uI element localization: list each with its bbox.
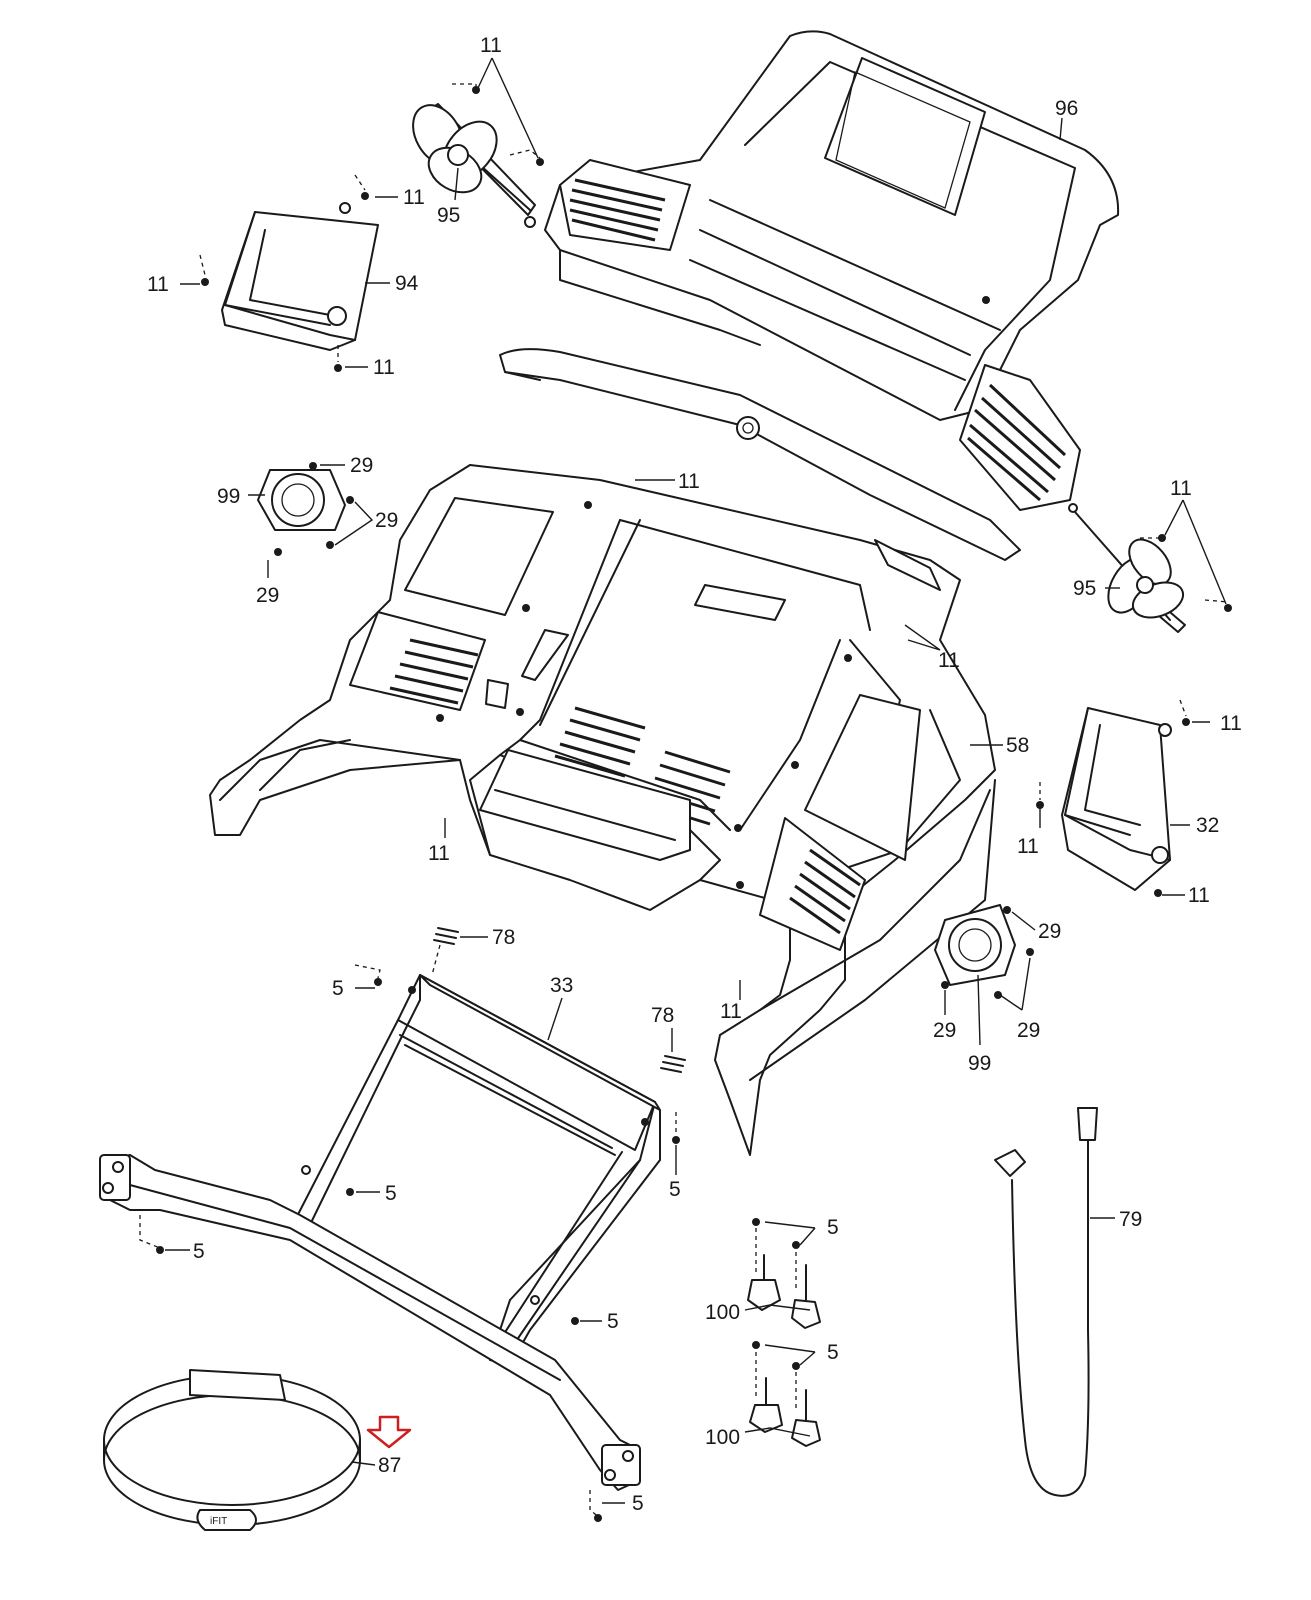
label-11: 11 [720, 1000, 742, 1023]
label-100: 100 [705, 1426, 740, 1449]
clip-part-78-a [431, 927, 459, 976]
upright-frame-part-33 [99, 964, 680, 1522]
label-11: 11 [1170, 477, 1192, 500]
label-29: 29 [933, 1019, 956, 1042]
label-94: 94 [395, 272, 419, 295]
fan-part-95-left [412, 83, 544, 228]
basket-part-94 [199, 174, 379, 372]
label-11: 11 [1220, 712, 1242, 735]
leader-lines [165, 57, 1227, 1504]
label-29: 29 [350, 454, 373, 477]
label-32: 32 [1196, 814, 1219, 837]
label-29: 29 [1017, 1019, 1040, 1042]
label-29: 29 [256, 584, 279, 607]
label-33: 33 [550, 974, 573, 997]
label-95: 95 [1073, 577, 1096, 600]
highlight-arrow-icon [366, 1415, 412, 1449]
hood-right-grille [789, 848, 861, 935]
label-5: 5 [669, 1178, 681, 1201]
label-11: 11 [373, 356, 395, 379]
label-29: 29 [1038, 920, 1061, 943]
label-11: 11 [1188, 884, 1210, 907]
label-29: 29 [375, 509, 398, 532]
console-right-grille [967, 383, 1067, 502]
chest-strap-logo: iFIT [210, 1516, 227, 1527]
leveler-part-100-lower [749, 1341, 821, 1447]
label-96: 96 [1055, 97, 1078, 120]
label-58: 58 [1006, 734, 1029, 757]
label-11: 11 [147, 273, 169, 296]
speaker-part-99-right [934, 904, 1034, 999]
label-11: 11 [1017, 835, 1039, 858]
console-part-96 [499, 30, 1120, 561]
chest-strap-part-87: iFIT [103, 1369, 361, 1531]
label-5: 5 [632, 1492, 644, 1515]
label-5: 5 [332, 977, 344, 1000]
label-11: 11 [678, 470, 700, 493]
callout-labels: 11 96 95 11 11 94 11 11 29 99 29 29 11 9… [147, 34, 1242, 1515]
clip-part-78-b [660, 1055, 686, 1073]
fan-part-95-right [1068, 503, 1232, 633]
hood-part-58 [209, 464, 996, 1156]
label-5: 5 [827, 1341, 839, 1364]
basket-part-32 [1036, 699, 1190, 897]
label-11: 11 [480, 34, 502, 57]
label-5: 5 [607, 1310, 619, 1333]
label-78: 78 [651, 1004, 674, 1027]
hood-center-grille-a [554, 706, 646, 778]
label-95: 95 [437, 204, 460, 227]
label-11: 11 [938, 649, 960, 672]
label-5: 5 [193, 1240, 205, 1263]
label-11: 11 [403, 186, 425, 209]
leveler-part-100-upper [747, 1218, 821, 1329]
label-78: 78 [492, 926, 515, 949]
label-11: 11 [428, 842, 450, 865]
hood-left-grille [389, 638, 479, 705]
label-79: 79 [1119, 1208, 1142, 1231]
label-99: 99 [968, 1052, 991, 1075]
speaker-part-99-left [257, 462, 354, 556]
console-left-grille [569, 178, 666, 242]
label-5: 5 [385, 1182, 397, 1205]
label-87: 87 [378, 1454, 401, 1477]
label-100: 100 [705, 1301, 740, 1324]
wire-part-79 [994, 1107, 1098, 1497]
label-99: 99 [217, 485, 240, 508]
label-5: 5 [827, 1216, 839, 1239]
